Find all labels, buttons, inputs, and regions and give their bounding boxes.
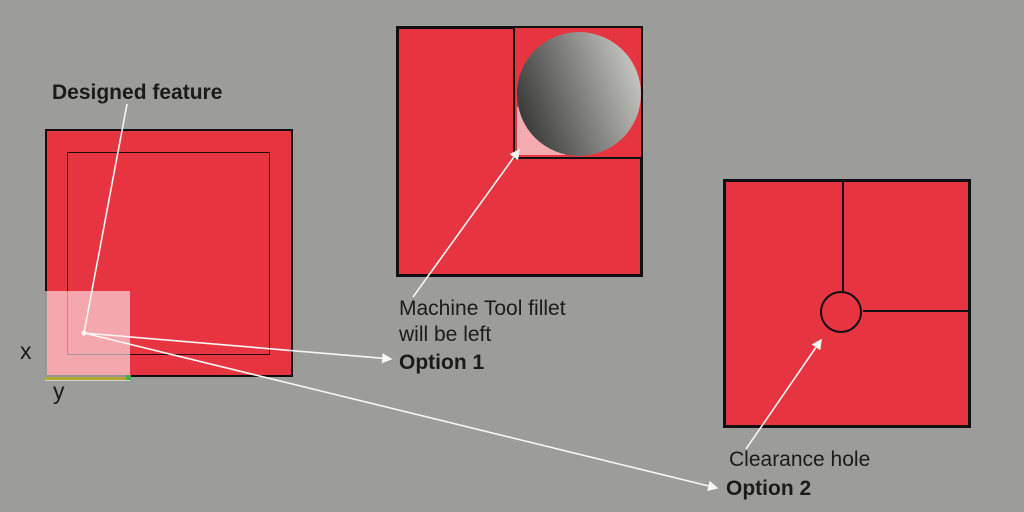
designed-part-square xyxy=(45,129,293,381)
axis-y-label: y xyxy=(53,378,65,404)
pocket-corner-square xyxy=(513,26,643,159)
designed-feature-label: Designed feature xyxy=(52,81,223,104)
clearance-hole-circle xyxy=(820,291,862,333)
clearance-hole-caption: Clearance hole xyxy=(729,448,871,471)
option2-part-square xyxy=(723,179,971,428)
machine-tool-circle xyxy=(517,32,641,156)
slot-vertical-edge xyxy=(842,181,844,293)
axis-x-label: x xyxy=(20,338,32,364)
option2-label: Option 2 xyxy=(726,477,812,500)
machine-tool-fillet-caption-line2: will be left xyxy=(399,323,492,346)
slot-horizontal-edge xyxy=(863,310,971,312)
option1-label: Option 1 xyxy=(399,351,485,374)
edge-endpoint-marker xyxy=(126,375,131,380)
option1-part-square xyxy=(396,26,643,277)
designed-feature-square xyxy=(45,291,130,381)
machine-tool-fillet-caption-line1: Machine Tool fillet xyxy=(399,297,566,320)
